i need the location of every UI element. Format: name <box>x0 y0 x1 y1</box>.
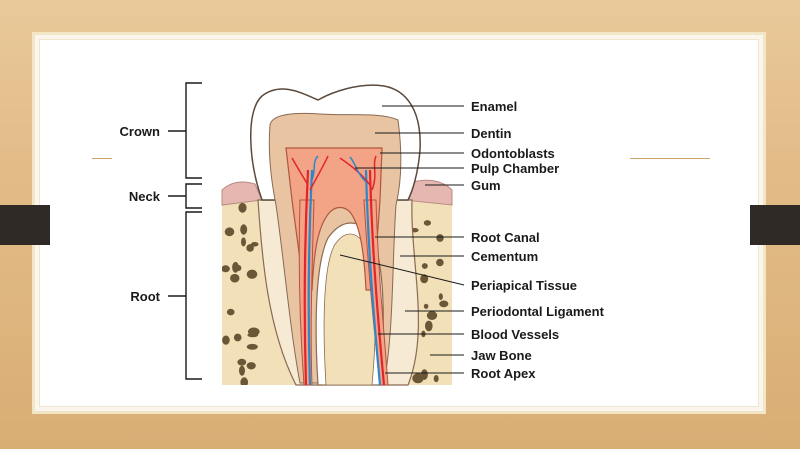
right-deco-line <box>630 158 710 159</box>
root-label: Root <box>130 289 160 304</box>
bone-hole <box>246 269 258 279</box>
right-tab-decoration <box>750 205 800 245</box>
artery-branch-2 <box>309 155 329 191</box>
bone-hole <box>224 227 235 237</box>
label-periapical-tissue: Periapical Tissue <box>471 278 577 293</box>
bone-hole <box>246 244 254 252</box>
label-enamel: Enamel <box>471 99 517 114</box>
bone-hole <box>248 327 260 336</box>
artery-branch-4 <box>371 155 377 191</box>
bone-hole <box>246 362 256 370</box>
label-gum: Gum <box>471 178 501 193</box>
artery-branch-3 <box>339 157 371 186</box>
bone-hole <box>226 308 235 316</box>
leader-periapical-tissue <box>339 254 465 286</box>
label-dentin: Dentin <box>471 126 512 141</box>
bone-hole <box>222 265 230 273</box>
neck-bracket <box>168 183 202 209</box>
bone-hole <box>232 261 239 273</box>
vein-right <box>364 169 382 386</box>
bone-hole <box>222 335 230 345</box>
artery-left <box>303 169 310 386</box>
label-periodontal-ligament: Periodontal Ligament <box>471 304 605 319</box>
bone-hole <box>433 375 439 383</box>
bone-hole <box>436 234 444 242</box>
crown-bracket <box>168 82 202 179</box>
bone-hole <box>250 242 259 247</box>
jaw-bone-holes <box>222 202 449 385</box>
bone-hole <box>246 343 258 350</box>
vein-branch-1 <box>311 155 319 181</box>
bone-hole <box>425 320 433 332</box>
bone-hole <box>423 220 431 226</box>
artery-right <box>368 169 386 386</box>
bone-hole <box>240 224 248 235</box>
label-odontoblasts: Odontoblasts <box>471 146 555 161</box>
bone-hole <box>238 202 247 213</box>
blood-vessels-group <box>291 155 386 386</box>
bone-hole <box>438 293 443 300</box>
bone-hole <box>241 237 246 247</box>
bone-hole <box>239 360 244 365</box>
label-root-apex: Root Apex <box>471 366 536 381</box>
neck-label: Neck <box>129 189 161 204</box>
label-pulp-chamber: Pulp Chamber <box>471 161 559 176</box>
bone-hole <box>421 263 428 269</box>
bone-hole <box>240 377 248 385</box>
label-root-canal: Root Canal <box>471 230 540 245</box>
label-cementum: Cementum <box>471 249 538 264</box>
bone-hole <box>439 300 449 308</box>
bone-hole <box>230 273 240 283</box>
artery-branch-1 <box>291 157 309 186</box>
section-brackets <box>168 82 202 380</box>
vein-left <box>307 169 314 386</box>
bone-hole <box>239 365 245 376</box>
root-bracket <box>168 211 202 380</box>
bone-hole <box>420 274 429 284</box>
label-jaw-bone: Jaw Bone <box>471 348 532 363</box>
bone-hole <box>412 373 424 384</box>
bone-hole <box>420 369 428 380</box>
left-deco-line <box>92 158 112 159</box>
crown-label: Crown <box>120 124 161 139</box>
structure-labels: Enamel Dentin Odontoblasts Pulp Chamber … <box>471 99 605 381</box>
bone-hole <box>423 303 429 309</box>
left-tab-decoration <box>0 205 50 245</box>
bone-hole <box>436 258 444 267</box>
bone-hole <box>233 333 242 342</box>
bone-hole <box>426 311 438 320</box>
label-blood-vessels: Blood Vessels <box>471 327 559 342</box>
leader-lines <box>339 105 465 374</box>
